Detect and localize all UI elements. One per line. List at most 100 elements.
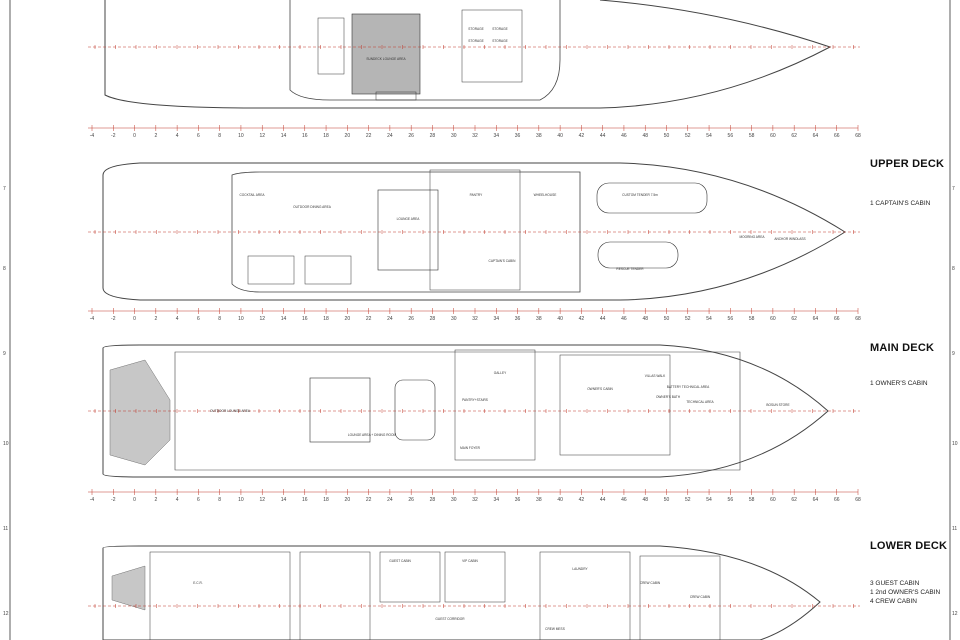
frame-number: 64 (813, 497, 819, 503)
frame-number: -2 (111, 497, 116, 503)
upper-deck-area-label: WHEELHOUSE (534, 193, 557, 197)
main-deck-area-label: OUTDOOR LOUNGE AREA (210, 409, 251, 413)
upper-deck-area-label: ANCHOR WINDLASS (774, 237, 805, 241)
lower-deck-title: LOWER DECK (870, 540, 948, 552)
lower-deck-area-label: CREW CABIN (640, 581, 661, 585)
frame-number: 46 (621, 316, 627, 322)
lower-deck-area-label: E.C.R. (193, 581, 203, 585)
frame-number: 52 (685, 316, 691, 322)
main-deck-area-label: BATTERY TECHNICAL AREA (667, 385, 710, 389)
frame-number: 56 (728, 133, 734, 139)
frame-number: 10 (238, 133, 244, 139)
lower-deck-notes: 3 GUEST CABIN 1 2nd OWNER'S CABIN 4 CREW… (870, 579, 940, 606)
main-deck-plan (102, 344, 829, 478)
main-deck-area-label: OWNER'S CABIN (587, 387, 613, 391)
frame-number: 42 (579, 133, 585, 139)
frame-number: 40 (557, 316, 563, 322)
frame-number: 68 (855, 133, 861, 139)
frame-number: 24 (387, 497, 393, 503)
frame-number: 20 (345, 316, 351, 322)
frame-number: -2 (111, 133, 116, 139)
frame-number: 10 (238, 497, 244, 503)
frame-number: 30 (451, 497, 457, 503)
margin-number-left: 7 (3, 186, 6, 192)
sun-deck-area-label: STORAGE (492, 39, 508, 43)
upper-deck-title: UPPER DECK (870, 158, 945, 170)
frame-number: 28 (430, 316, 436, 322)
frame-number: 36 (515, 133, 521, 139)
main-deck-area-label: LOUNGE AREA + DINING ROOM (348, 433, 397, 437)
main-deck-area-label: MAIN FOYER (460, 446, 481, 450)
frame-number: 14 (281, 133, 287, 139)
main-deck-note-1: 1 OWNER'S CABIN (870, 380, 928, 387)
frame-number: 50 (664, 133, 670, 139)
frame-number: 24 (387, 133, 393, 139)
frame-number: 66 (834, 133, 840, 139)
frame-number: 60 (770, 497, 776, 503)
upper-deck-area-label: CUSTOM TENDER 7.5m (622, 193, 658, 197)
upper-deck-area-label: COCKTAIL AREA (240, 193, 266, 197)
sun-deck-plan (104, 0, 832, 109)
frame-number: 18 (323, 497, 329, 503)
upper-deck-notes: 1 CAPTAIN'S CABIN (870, 199, 930, 208)
frame-number: 12 (259, 316, 265, 322)
frame-number: 22 (366, 316, 372, 322)
main-deck-title: MAIN DECK (870, 342, 935, 354)
frame-number: 40 (557, 497, 563, 503)
margin-number-left: 12 (3, 611, 9, 617)
margin-number-right: 9 (952, 351, 955, 357)
frame-number: 14 (281, 316, 287, 322)
lower-deck-area-label: GUEST CABIN (389, 559, 411, 563)
frame-number: 52 (685, 133, 691, 139)
frame-number: 38 (536, 133, 542, 139)
frame-number: 36 (515, 316, 521, 322)
frame-number: 2 (154, 133, 157, 139)
frame-number: 42 (579, 316, 585, 322)
frame-number: 66 (834, 497, 840, 503)
frame-number: 38 (536, 497, 542, 503)
frame-number: 30 (451, 133, 457, 139)
sun-deck-area-label: STORAGE (468, 39, 484, 43)
frame-number: 62 (791, 316, 797, 322)
upper-deck-area-label: RESCUE TENDER (616, 267, 644, 271)
frame-number: 34 (493, 133, 499, 139)
frame-number: 26 (408, 133, 414, 139)
frame-number: 8 (218, 316, 221, 322)
margin-number-right: 12 (952, 611, 958, 617)
frame-number: 0 (133, 133, 136, 139)
frame-number: 62 (791, 497, 797, 503)
frame-number: 20 (345, 497, 351, 503)
sun-deck-area-label: SUNDECK LOUNGE AREA (366, 57, 406, 61)
main-deck-area-label: PANTRY+STAIRS (462, 398, 488, 402)
margin-number-right: 10 (952, 441, 958, 447)
frame-number: 4 (176, 316, 179, 322)
frame-number: 18 (323, 133, 329, 139)
frame-number: 12 (259, 133, 265, 139)
margin-number-right: 8 (952, 266, 955, 272)
frame-number: -4 (90, 497, 95, 503)
frame-number: 26 (408, 316, 414, 322)
frame-number: 44 (600, 497, 606, 503)
frame-number: 40 (557, 133, 563, 139)
margin-number-left: 9 (3, 351, 6, 357)
main-deck-area-label: BOSUN STORE (766, 403, 789, 407)
frame-number: 4 (176, 497, 179, 503)
centerline-axes (88, 45, 860, 608)
lower-deck-area-label: GUEST CORRIDOR (435, 617, 465, 621)
upper-deck-note-1: 1 CAPTAIN'S CABIN (870, 200, 931, 207)
frame-number: 36 (515, 497, 521, 503)
frame-number: 66 (834, 316, 840, 322)
frame-number: 64 (813, 133, 819, 139)
frame-number: 58 (749, 316, 755, 322)
lower-deck-area-label: LAUNDRY (572, 567, 588, 571)
frame-number: 16 (302, 316, 308, 322)
margin-number-left: 10 (3, 441, 9, 447)
frame-number: 54 (706, 316, 712, 322)
area-labels: SUNDECK LOUNGE AREASTORAGESTORAGESTORAGE… (193, 27, 805, 631)
margin-number-right: 11 (952, 526, 957, 532)
frame-number: 56 (728, 316, 734, 322)
frame-number: 8 (218, 497, 221, 503)
frame-number: 12 (259, 497, 265, 503)
